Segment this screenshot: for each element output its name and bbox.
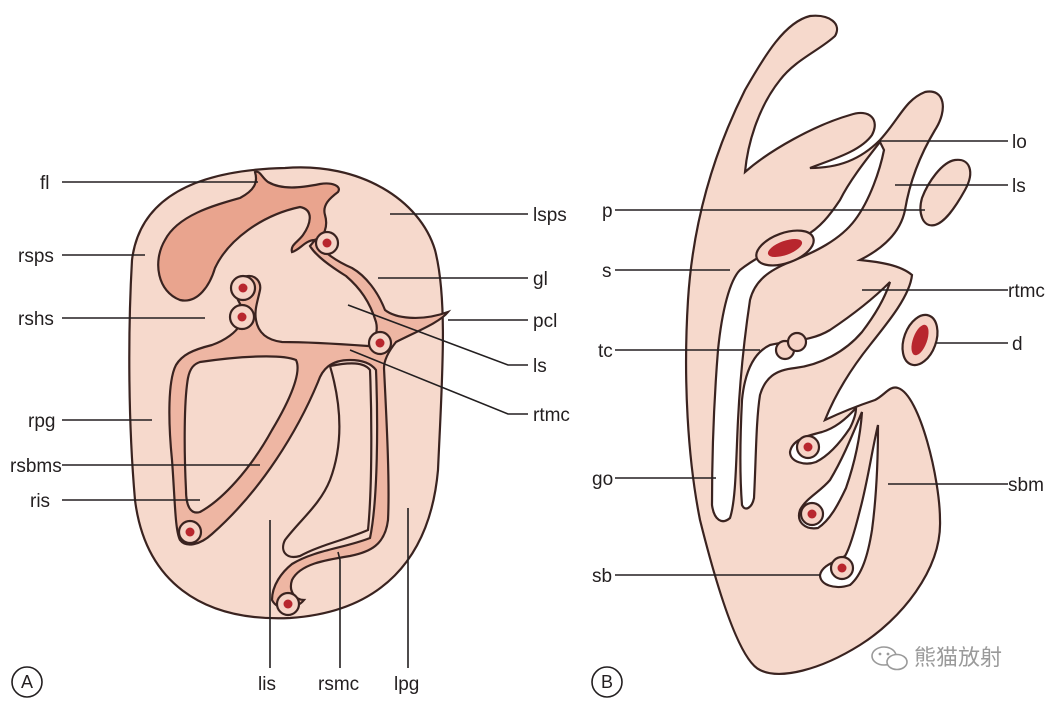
panel-a-inner-cavity-right [282, 362, 373, 558]
panel-a-letter: A [11, 666, 43, 698]
label-lsps: lsps [533, 205, 567, 226]
panel-b-lobe-ls [919, 158, 972, 227]
panel-a-vessels [177, 230, 393, 617]
label-sbm: sbm [1008, 475, 1044, 496]
vessel-icon [314, 230, 340, 256]
label-go: go [592, 469, 613, 490]
watermark: 熊猫放射 [871, 646, 1002, 671]
vessel-icon [367, 330, 393, 356]
panel-a: fl rsps rshs rpg rsbms ris lsps gl pcl l… [10, 166, 570, 698]
label-p: p [602, 201, 613, 222]
panel-a-inner-cavity-left [183, 355, 299, 514]
label-rpg: rpg [28, 411, 55, 432]
label-rsps: rsps [18, 246, 54, 267]
panel-a-leaders [62, 181, 528, 668]
label-rtmc-b: rtmc [1008, 281, 1045, 302]
label-s: s [602, 261, 612, 282]
panel-b-vessel-d [901, 313, 939, 367]
watermark-text: 熊猫放射 [914, 646, 1002, 671]
panel-a-left-superior-space [157, 170, 340, 302]
label-rtmc-a: rtmc [533, 405, 570, 426]
panel-a-labels: fl rsps rshs rpg rsbms ris lsps gl pcl l… [10, 173, 570, 695]
panel-b-leaders [615, 140, 1008, 576]
vessel-icon [228, 303, 256, 331]
panel-b-tc [774, 331, 808, 361]
svg-text:B: B [601, 672, 613, 692]
vessel-icon [275, 591, 301, 617]
vessel-icon [799, 501, 825, 527]
label-rshs: rshs [18, 309, 54, 330]
label-rsmc: rsmc [318, 674, 359, 695]
label-tc: tc [598, 341, 613, 362]
vessel-icon [229, 274, 257, 302]
panel-b-labels: p s tc go sb lo ls rtmc d sbm [592, 132, 1045, 587]
label-gl: gl [533, 269, 548, 290]
panel-b: p s tc go sb lo ls rtmc d sbm B [591, 14, 1045, 698]
vessel-icon [177, 519, 203, 545]
panel-b-vessels [795, 434, 855, 581]
label-rsbms: rsbms [10, 456, 62, 477]
label-fl: fl [40, 173, 50, 194]
label-pcl: pcl [533, 311, 557, 332]
label-lo: lo [1012, 132, 1027, 153]
label-ls-a: ls [533, 356, 547, 377]
label-lpg: lpg [394, 674, 419, 695]
vessel-icon [795, 434, 821, 460]
wechat-icon [871, 646, 908, 671]
vessel-icon [829, 555, 855, 581]
label-ris: ris [30, 491, 50, 512]
label-ls-b: ls [1012, 176, 1026, 197]
panel-b-fold-mid [797, 411, 864, 530]
panel-b-letter: B [591, 666, 623, 698]
panel-b-vessel-s [755, 229, 815, 267]
label-sb: sb [592, 566, 612, 587]
label-d: d [1012, 334, 1023, 355]
label-lis: lis [258, 674, 276, 695]
svg-text:A: A [21, 672, 33, 692]
